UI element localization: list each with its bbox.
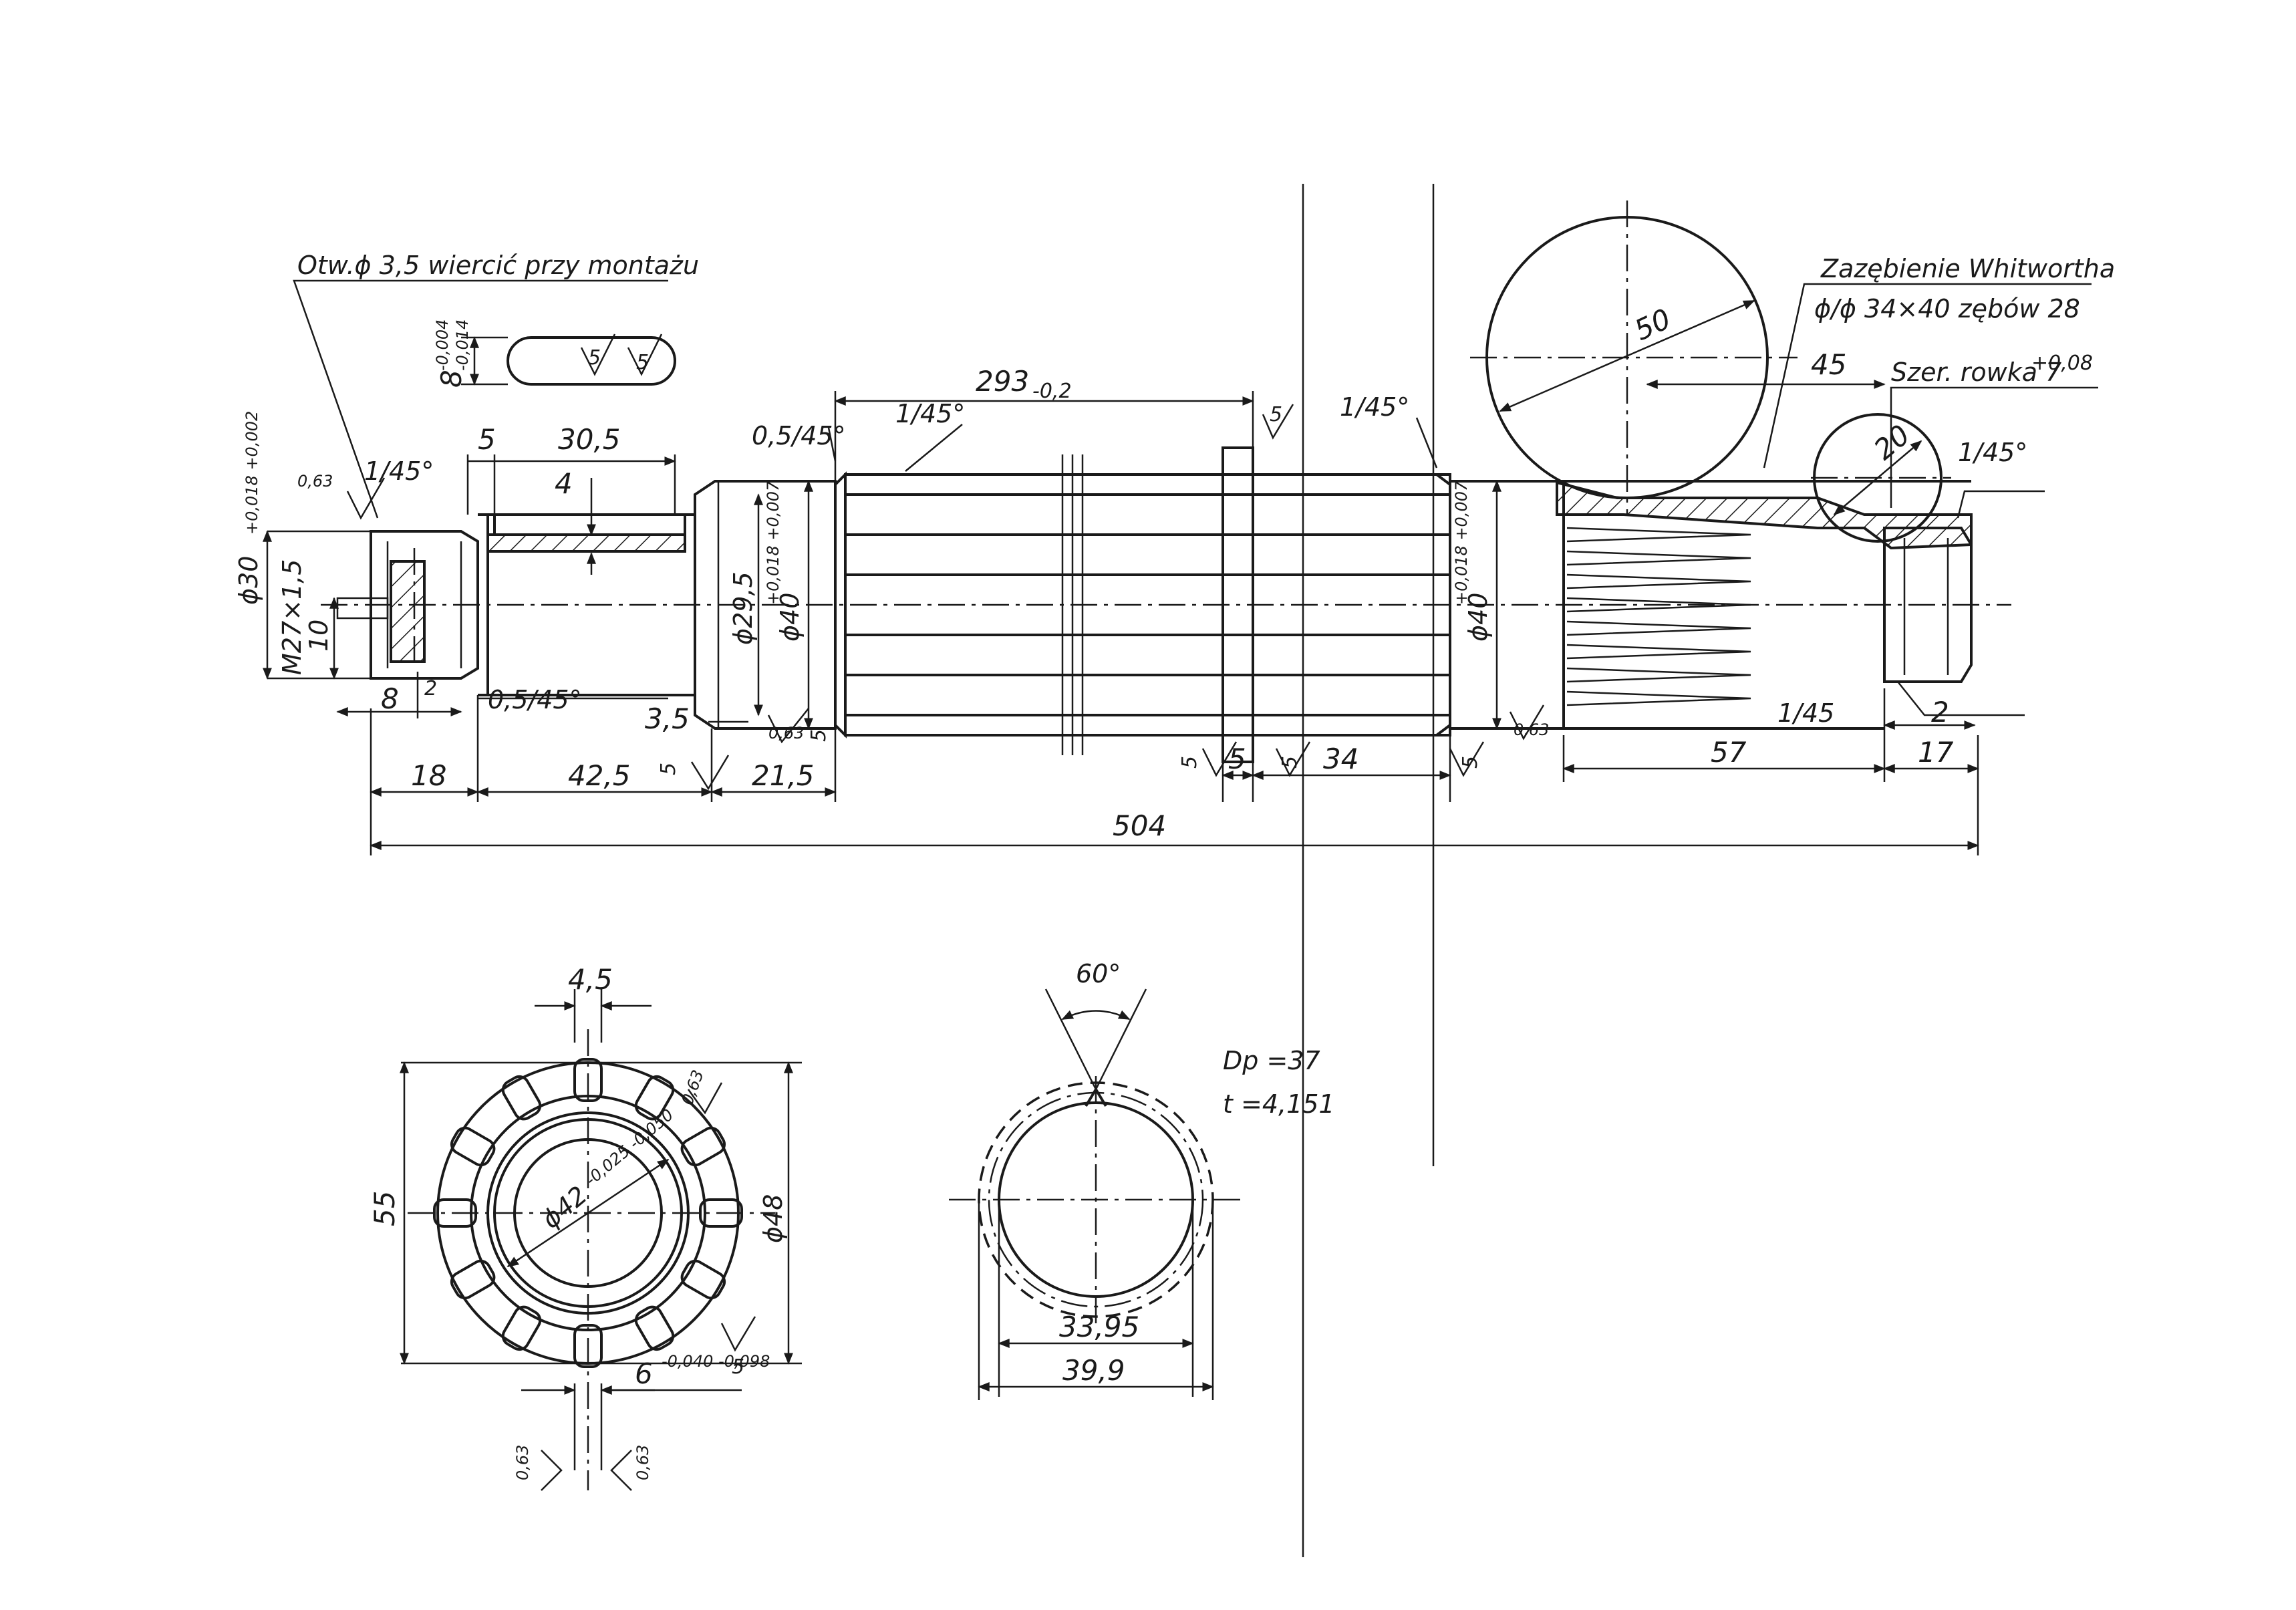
spline-tooth — [634, 1075, 675, 1121]
dim-8-tol-b: -0,014 — [453, 319, 472, 371]
note-groove-tol: +0,08 — [2031, 352, 2093, 375]
roughness-5-i: 5 — [732, 1355, 744, 1379]
dim-phi40b-tol: +0,018 +0,007 — [1452, 481, 1471, 605]
dim-45: 45 — [1811, 348, 1846, 381]
chamfer-0-5-45-a: 0,5/45° — [752, 421, 846, 450]
dim-5a: 5 — [478, 423, 496, 456]
note-gear-title: Zazębienie Whitwortha — [1820, 254, 2115, 283]
dim-18: 18 — [411, 759, 446, 792]
chamfer-1-45-c: 1/45° — [1340, 392, 1409, 422]
spline-section — [834, 446, 1451, 763]
dim-phi30: ϕ30 — [234, 556, 263, 605]
spline-tooth — [450, 1126, 496, 1167]
roughness-5-c: 5 — [1270, 403, 1282, 426]
dim-57: 57 — [1711, 736, 1747, 769]
note-gear-spec: ϕ/ϕ 34×40 zębów 28 — [1814, 294, 2080, 323]
note-groove: Szer. rowka 7 — [1891, 358, 2061, 387]
shaft-side-view — [321, 200, 2011, 763]
roughness-063-a: 0,63 — [297, 472, 333, 491]
roughness-5-a: 5 — [588, 346, 601, 370]
dim-8-tol-a: -0,004 — [433, 319, 452, 371]
dim-21-5: 21,5 — [752, 759, 815, 792]
spline-tooth — [680, 1259, 726, 1300]
spline-tooth — [680, 1126, 726, 1167]
dim-phi40a-tol: +0,018 +0,007 — [764, 481, 782, 605]
dim-30-5: 30,5 — [558, 423, 621, 456]
dim-50: 50 — [1630, 302, 1676, 347]
roughness-063-e: 0,63 — [513, 1445, 532, 1480]
roughness-063-f: 0,63 — [633, 1445, 652, 1480]
dim-angle-60: 60° — [1076, 959, 1121, 988]
roughness-5-b: 5 — [636, 351, 649, 374]
dim-20: 20 — [1868, 418, 1916, 466]
dim-5b: 5 — [1228, 743, 1246, 775]
dim-6: 6 — [635, 1357, 653, 1390]
dim-phi29-5: ϕ29,5 — [728, 571, 758, 645]
dim-8b: 8 — [381, 682, 399, 715]
dim-3-5: 3,5 — [645, 702, 690, 735]
chamfer-1-45-d: 1/45° — [1958, 438, 2027, 467]
dim-293: 293 — [976, 365, 1029, 398]
roughness-5-f: 5 — [1178, 756, 1201, 769]
spline-cross-section — [400, 989, 802, 1490]
dim-293-tol: -0,2 — [1032, 380, 1072, 403]
chamfer-0-5-45-b: 0,5/45° — [488, 685, 582, 714]
dim-10: 10 — [304, 620, 333, 652]
dim-phi40a: ϕ40 — [775, 593, 805, 642]
spline-tooth — [634, 1305, 675, 1351]
chamfer-1-45-a: 1/45° — [364, 456, 434, 486]
roughness-063-d: 0,63 — [678, 1067, 708, 1107]
dim-m27: M27×1,5 — [277, 559, 307, 675]
roughness-5-h: 5 — [1459, 756, 1482, 769]
roughness-symbols — [346, 333, 1545, 1491]
dim-504: 504 — [1113, 809, 1166, 842]
sheet-guide-lines — [1302, 184, 1435, 1557]
dim-2b: 2 — [1931, 696, 1949, 728]
roughness-063-c: 0,63 — [1514, 720, 1549, 739]
chamfer-1-45-b: 1/45° — [895, 399, 965, 428]
dim-55: 55 — [368, 1191, 401, 1226]
note-dp: Dp =37 — [1223, 1046, 1320, 1075]
note-hole: Otw.ϕ 3,5 wiercić przy montażu — [297, 251, 699, 280]
dim-6-tol: -0,040 -0,098 — [662, 1352, 770, 1371]
dim-34: 34 — [1323, 743, 1358, 775]
dim-phi48: ϕ48 — [758, 1194, 788, 1243]
spline-tooth — [501, 1075, 542, 1121]
roughness-5-g: 5 — [1278, 756, 1302, 769]
dim-phi30-tol: +0,018 +0,002 — [243, 411, 261, 535]
dimension-lines — [263, 279, 2098, 855]
spline-tooth — [501, 1305, 542, 1351]
dim-2a: 2 — [424, 677, 437, 700]
roughness-5-e: 5 — [807, 729, 831, 742]
spline-tooth — [573, 1058, 603, 1102]
spline-tooth — [573, 1324, 603, 1368]
dim-8: 8 — [435, 370, 468, 388]
dim-phi42: ϕ42 — [537, 1180, 593, 1234]
whitworth-cross-section — [949, 988, 1243, 1400]
dim-42-5: 42,5 — [568, 759, 631, 792]
note-t: t =4,151 — [1223, 1089, 1335, 1119]
spline-tooth — [450, 1259, 496, 1300]
detail-circle-20 — [1811, 413, 1951, 543]
dim-phi40b: ϕ40 — [1463, 593, 1493, 642]
chamfer-1-45-e: 1/45 — [1777, 698, 1834, 728]
roughness-063-b: 0,63 — [768, 724, 804, 743]
dim-17: 17 — [1918, 736, 1954, 769]
drawing-annotations: Otw.ϕ 3,5 wiercić przy montażu Zazębieni… — [234, 251, 2115, 1480]
dim-4-5: 4,5 — [568, 963, 613, 996]
dim-33-95: 33,95 — [1059, 1311, 1139, 1343]
dim-39-9: 39,9 — [1062, 1354, 1125, 1387]
detail-circle-50 — [1470, 200, 1798, 515]
whitworth-gear-section — [1556, 480, 1973, 730]
key-slot-detail — [461, 336, 676, 386]
roughness-5-d: 5 — [657, 763, 680, 775]
dim-4: 4 — [555, 467, 573, 500]
